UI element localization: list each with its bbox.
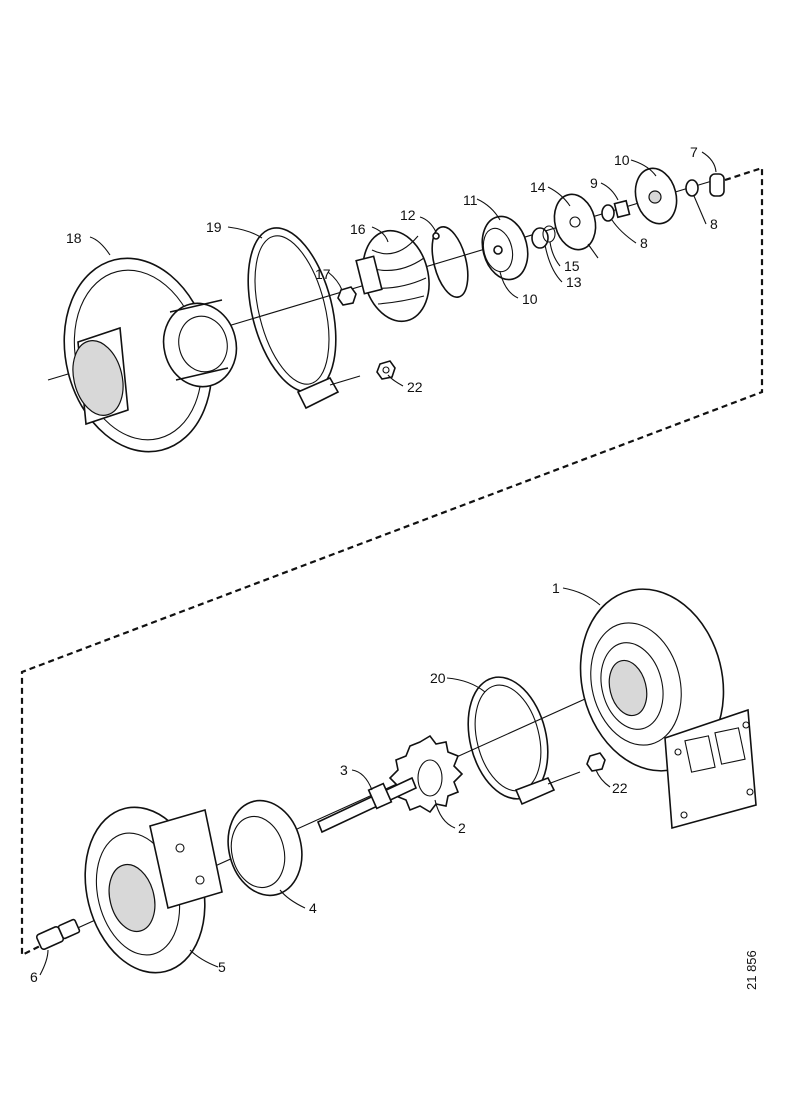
callout-6: 6 bbox=[30, 969, 38, 985]
v-band-clamp-lower bbox=[467, 676, 581, 806]
thrust-plate bbox=[553, 193, 599, 259]
callout-11: 10 bbox=[522, 291, 538, 307]
callout-1: 1 bbox=[552, 580, 560, 596]
turbine-housing bbox=[579, 588, 757, 830]
drawing-number: 21 856 bbox=[744, 950, 759, 990]
callout-22-upper: 22 bbox=[407, 379, 423, 395]
v-band-clamp-upper bbox=[247, 227, 361, 410]
callout-22-lower: 22 bbox=[612, 780, 628, 796]
compressor-housing bbox=[63, 257, 238, 453]
callout-7: 7 bbox=[690, 144, 698, 160]
heat-shield bbox=[227, 799, 303, 897]
callout-18: 17 bbox=[315, 266, 331, 282]
nut-lower bbox=[586, 752, 606, 772]
bearing-housing bbox=[84, 806, 223, 974]
callout-19: 18 bbox=[66, 230, 82, 246]
lock-nut bbox=[337, 286, 357, 306]
callout-16: 15 bbox=[564, 258, 580, 274]
assembly-link-dashed-line bbox=[20, 166, 764, 957]
callout-21: 20 bbox=[430, 670, 446, 686]
callout-9: 9 bbox=[590, 175, 598, 191]
callout-4: 4 bbox=[309, 900, 317, 916]
nut-upper bbox=[376, 360, 396, 380]
callout-3: 3 bbox=[340, 762, 348, 778]
sleeve-and-ring bbox=[531, 225, 556, 249]
callout-8-right: 8 bbox=[640, 235, 648, 251]
callout-2: 2 bbox=[458, 820, 466, 836]
callout-leaders bbox=[39, 151, 717, 976]
callout-12: 11 bbox=[463, 192, 478, 208]
callout-8-far-right: 8 bbox=[710, 216, 718, 232]
circlip bbox=[431, 226, 469, 298]
callout-5: 5 bbox=[218, 959, 226, 975]
plug bbox=[35, 918, 81, 951]
thrust-ring bbox=[634, 167, 678, 225]
insert-assembly bbox=[481, 215, 529, 281]
turbine-wheel-and-shaft bbox=[316, 734, 464, 834]
callout-13: 12 bbox=[400, 207, 416, 223]
callout-10: 10 bbox=[614, 152, 630, 168]
callout-17: 16 bbox=[350, 221, 366, 237]
callout-20: 19 bbox=[206, 219, 222, 235]
callout-14: 13 bbox=[566, 274, 582, 290]
callout-15: 14 bbox=[530, 179, 546, 195]
compressor-wheel bbox=[355, 229, 430, 323]
piston-ring-set bbox=[685, 173, 725, 197]
washer-and-bushing bbox=[601, 199, 631, 222]
